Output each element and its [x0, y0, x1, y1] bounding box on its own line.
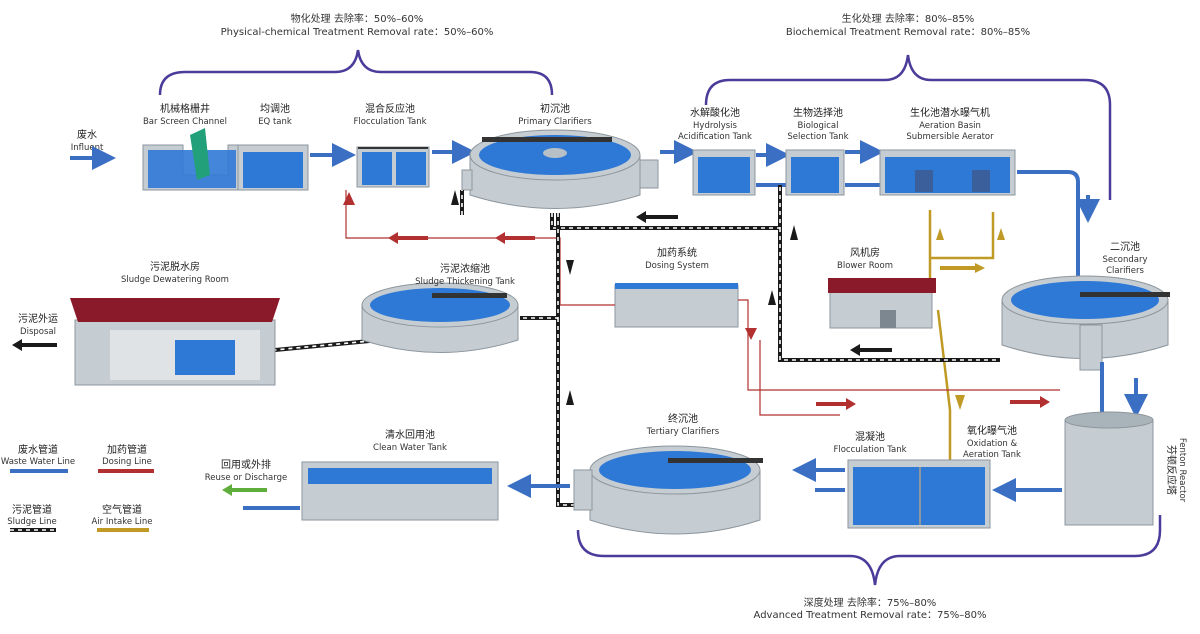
svg-text:Acidification Tank: Acidification Tank	[678, 132, 752, 142]
reuse-discharge-label: 回用或外排 Reuse or Discharge	[205, 458, 287, 496]
svg-text:回用或外排: 回用或外排	[221, 458, 271, 471]
advanced-stage-subtitle: Advanced Treatment Removal rate：75%–80%	[754, 610, 987, 621]
svg-text:废水管道: 废水管道	[18, 443, 58, 456]
svg-text:Bar Screen Channel: Bar Screen Channel	[143, 117, 227, 127]
sludge-lines	[274, 185, 1000, 507]
svg-text:污泥外运: 污泥外运	[18, 312, 58, 325]
svg-text:Tertiary Clarifiers: Tertiary Clarifiers	[646, 427, 720, 437]
svg-text:Selection Tank: Selection Tank	[787, 132, 848, 142]
disposal-label: 污泥外运 Disposal	[12, 312, 58, 351]
clean-water-tank: 清水回用池 Clean Water Tank	[301, 428, 499, 521]
svg-text:生物选择池: 生物选择池	[793, 106, 843, 119]
sludge-dewatering-room: 污泥脱水房 Sludge Dewatering Room	[70, 260, 280, 386]
svg-text:风机房: 风机房	[850, 246, 880, 259]
svg-text:均调池: 均调池	[260, 102, 290, 115]
aeration-basin: 生化池潜水曝气机 Aeration Basin Submersible Aera…	[879, 106, 1016, 196]
advanced-stage-title: 深度处理 去除率：75%–80%	[804, 596, 937, 609]
legend: 废水管道 Waste Water Line 加药管道 Dosing Line 污…	[1, 443, 154, 532]
biochemical-stage-subtitle: Biochemical Treatment Removal rate：80%–8…	[786, 27, 1030, 38]
svg-text:芬顿反应塔: 芬顿反应塔	[1165, 445, 1178, 495]
svg-text:Clean Water Tank: Clean Water Tank	[373, 443, 447, 453]
svg-text:Hydrolysis: Hydrolysis	[693, 121, 738, 131]
svg-text:Blower Room: Blower Room	[837, 261, 893, 271]
svg-text:Oxidation &: Oxidation &	[967, 439, 1018, 449]
hydrolysis-tank: 水解酸化池 Hydrolysis Acidification Tank	[678, 106, 756, 196]
svg-text:Dosing Line: Dosing Line	[102, 457, 152, 467]
svg-text:污泥浓缩池: 污泥浓缩池	[440, 262, 490, 275]
svg-text:Flocculation Tank: Flocculation Tank	[353, 117, 426, 127]
eq-tank: 均调池 EQ tank	[237, 102, 309, 191]
svg-text:水解酸化池: 水解酸化池	[690, 106, 740, 119]
primary-clarifier: 初沉池 Primary Clarifiers	[461, 102, 659, 209]
svg-text:机械格栅井: 机械格栅井	[160, 102, 210, 115]
svg-text:Primary Clarifiers: Primary Clarifiers	[518, 117, 592, 127]
svg-text:Aeration Tank: Aeration Tank	[963, 450, 1021, 460]
physical-stage-bracket: 物化处理 去除率：50%–60% Physical-chemical Treat…	[158, 12, 554, 96]
svg-text:Waste Water Line: Waste Water Line	[1, 457, 75, 467]
dosing-line-fenton	[738, 299, 1060, 391]
biochemical-stage-bracket: 生化处理 去除率：80%–85% Biochemical Treatment R…	[704, 12, 1112, 200]
svg-text:空气管道: 空气管道	[102, 503, 142, 516]
svg-text:加药系统: 加药系统	[657, 246, 697, 259]
svg-text:Submersible Aerator: Submersible Aerator	[906, 132, 994, 142]
svg-text:Secondary: Secondary	[1102, 255, 1147, 265]
svg-text:Air Intake Line: Air Intake Line	[91, 517, 152, 527]
svg-text:清水回用池: 清水回用池	[385, 428, 435, 441]
legend-sludge: 污泥管道 Sludge Line	[7, 503, 57, 532]
legend-waste-water: 废水管道 Waste Water Line	[1, 443, 75, 473]
svg-text:氧化曝气池: 氧化曝气池	[967, 424, 1017, 437]
legend-dosing: 加药管道 Dosing Line	[98, 443, 154, 473]
physical-stage-subtitle: Physical-chemical Treatment Removal rate…	[221, 27, 494, 38]
svg-text:二沉池: 二沉池	[1110, 240, 1140, 253]
svg-text:EQ tank: EQ tank	[258, 117, 292, 127]
flocculation-tank: 混合反应池 Flocculation Tank	[353, 102, 430, 188]
svg-text:Disposal: Disposal	[20, 327, 56, 337]
bio-selection-tank: 生物选择池 Biological Selection Tank	[785, 106, 849, 196]
svg-text:Flocculation Tank: Flocculation Tank	[833, 445, 906, 455]
svg-text:加药管道: 加药管道	[107, 443, 147, 456]
physical-stage-title: 物化处理 去除率：50%–60%	[291, 12, 424, 25]
tertiary-clarifier: 终沉池 Tertiary Clarifiers	[573, 412, 763, 535]
svg-text:Clarifiers: Clarifiers	[1106, 266, 1144, 276]
svg-text:Dosing System: Dosing System	[645, 261, 709, 271]
air-intake-line	[928, 210, 995, 460]
svg-text:生化池潜水曝气机: 生化池潜水曝气机	[910, 106, 990, 119]
biochemical-stage-title: 生化处理 去除率：80%–85%	[842, 12, 975, 25]
secondary-clarifier: 二沉池 Secondary Clarifiers	[1001, 240, 1170, 371]
svg-text:终沉池: 终沉池	[668, 412, 698, 425]
influent-label: 废水 Influent	[70, 128, 116, 170]
fenton-reactor: 芬顿反应塔 Fenton Reactor	[1064, 411, 1187, 526]
blower-room: 风机房 Blower Room	[828, 246, 936, 329]
svg-text:Sludge Dewatering Room: Sludge Dewatering Room	[121, 275, 229, 285]
svg-text:Influent: Influent	[71, 143, 104, 153]
flocculation-oxidation-tank: 混凝池 Flocculation Tank 氧化曝气池 Oxidation & …	[833, 424, 1021, 529]
svg-text:Reuse or Discharge: Reuse or Discharge	[205, 473, 287, 483]
svg-text:废水: 废水	[77, 128, 97, 141]
svg-text:混合反应池: 混合反应池	[365, 102, 415, 115]
advanced-stage-bracket: 深度处理 去除率：75%–80% Advanced Treatment Remo…	[576, 515, 1162, 621]
legend-air-intake: 空气管道 Air Intake Line	[91, 503, 153, 532]
svg-text:Biological: Biological	[798, 121, 839, 131]
sludge-thickening-tank: 污泥浓缩池 Sludge Thickening Tank	[361, 262, 519, 353]
svg-text:混凝池: 混凝池	[855, 430, 885, 443]
dosing-system: 加药系统 Dosing System	[614, 246, 739, 328]
svg-text:初沉池: 初沉池	[540, 102, 570, 115]
svg-text:Aeration Basin: Aeration Basin	[919, 121, 981, 131]
bar-screen-channel: 机械格栅井 Bar Screen Channel	[142, 102, 239, 191]
svg-text:Fenton Reactor: Fenton Reactor	[1177, 438, 1187, 503]
svg-text:Sludge Thickening Tank: Sludge Thickening Tank	[415, 277, 515, 287]
svg-text:污泥脱水房: 污泥脱水房	[150, 260, 200, 273]
svg-text:Sludge Line: Sludge Line	[7, 517, 57, 527]
svg-text:污泥管道: 污泥管道	[12, 503, 52, 516]
